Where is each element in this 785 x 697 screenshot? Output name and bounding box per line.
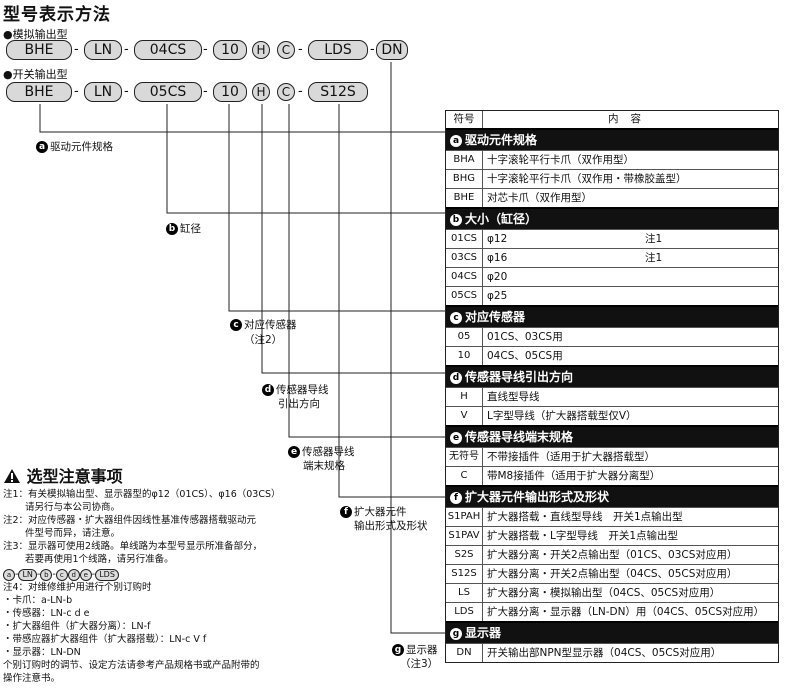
code-bhe: BHE xyxy=(6,82,72,102)
note-line: 操作注意书。 xyxy=(3,673,61,684)
note-line: 若要再使用1个线路，请另行准备。 xyxy=(3,554,174,565)
note4-item: ・带感应器扩大器组件（扩大器搭载）：LN-c V f xyxy=(3,634,207,645)
warning-icon xyxy=(3,468,21,488)
code-end: C xyxy=(277,83,295,101)
code-amp: LDS xyxy=(308,40,368,60)
code-lead: H xyxy=(252,41,270,59)
note-line: 注3：显示器可使用2线路。单线路为本型号显示所准备部分， xyxy=(3,541,263,552)
code-end: C xyxy=(277,41,295,59)
code-ln: LN xyxy=(84,40,122,60)
code-sensor: 10 xyxy=(213,40,247,60)
table-header: 符号 内容 xyxy=(446,111,778,128)
page-title: 型号表示方法 xyxy=(3,5,111,25)
callout-d-line2: 引出方向 xyxy=(278,398,320,410)
note-line: 个别订购时的调节、设定方法请参考产品规格书或产品附带的 xyxy=(3,660,260,671)
warning-heading: 选型注意事项 xyxy=(3,463,123,488)
switch-type-label: ●开关输出型 xyxy=(3,68,68,81)
code-ln: LN xyxy=(84,82,122,102)
note4-item: ・卡爪：a-LN-b xyxy=(3,595,73,606)
callout-c-note: （注2） xyxy=(244,334,283,346)
note4-item: ・传感器：LN-c d e xyxy=(3,608,90,619)
note-line: 请另行与本公司协商。 xyxy=(3,502,121,513)
note4-item: ・扩大器组件（扩大器分离）：LN-f xyxy=(3,621,151,632)
code-lead: H xyxy=(252,83,270,101)
code-sensor: 10 xyxy=(213,82,247,102)
analog-type-label: ●模拟输出型 xyxy=(3,28,68,41)
note-line: 注1：有关模拟输出型、显示器型的φ12（01CS）、φ16（03CS） xyxy=(3,489,281,500)
notes-block: 注1：有关模拟输出型、显示器型的φ12（01CS）、φ16（03CS） 请另行与… xyxy=(3,488,303,685)
code-size: 04CS xyxy=(134,40,202,60)
note4-item: ・显示器：LN-DN xyxy=(3,647,81,658)
table-row: 无符号不带接插件（适用于扩大器搭载型） xyxy=(446,447,778,466)
callout-f-line2: 输出形式及形状 xyxy=(354,520,428,532)
code-amp: S12S xyxy=(308,82,368,102)
callout-g-note: （注3） xyxy=(400,658,439,670)
code-bhe: BHE xyxy=(6,40,72,60)
code-size: 05CS xyxy=(134,82,202,102)
note-line: 注2：对应传感器・扩大器组件因线性基准传感器搭载驱动元 xyxy=(3,515,257,526)
note-line: 件型号而异，请注意。 xyxy=(3,528,121,539)
note-line: 注4：对维修维护用进行个别订购时 xyxy=(3,582,152,593)
callout-e-line2: 端末规格 xyxy=(303,460,345,472)
code-display: DN xyxy=(376,40,408,60)
